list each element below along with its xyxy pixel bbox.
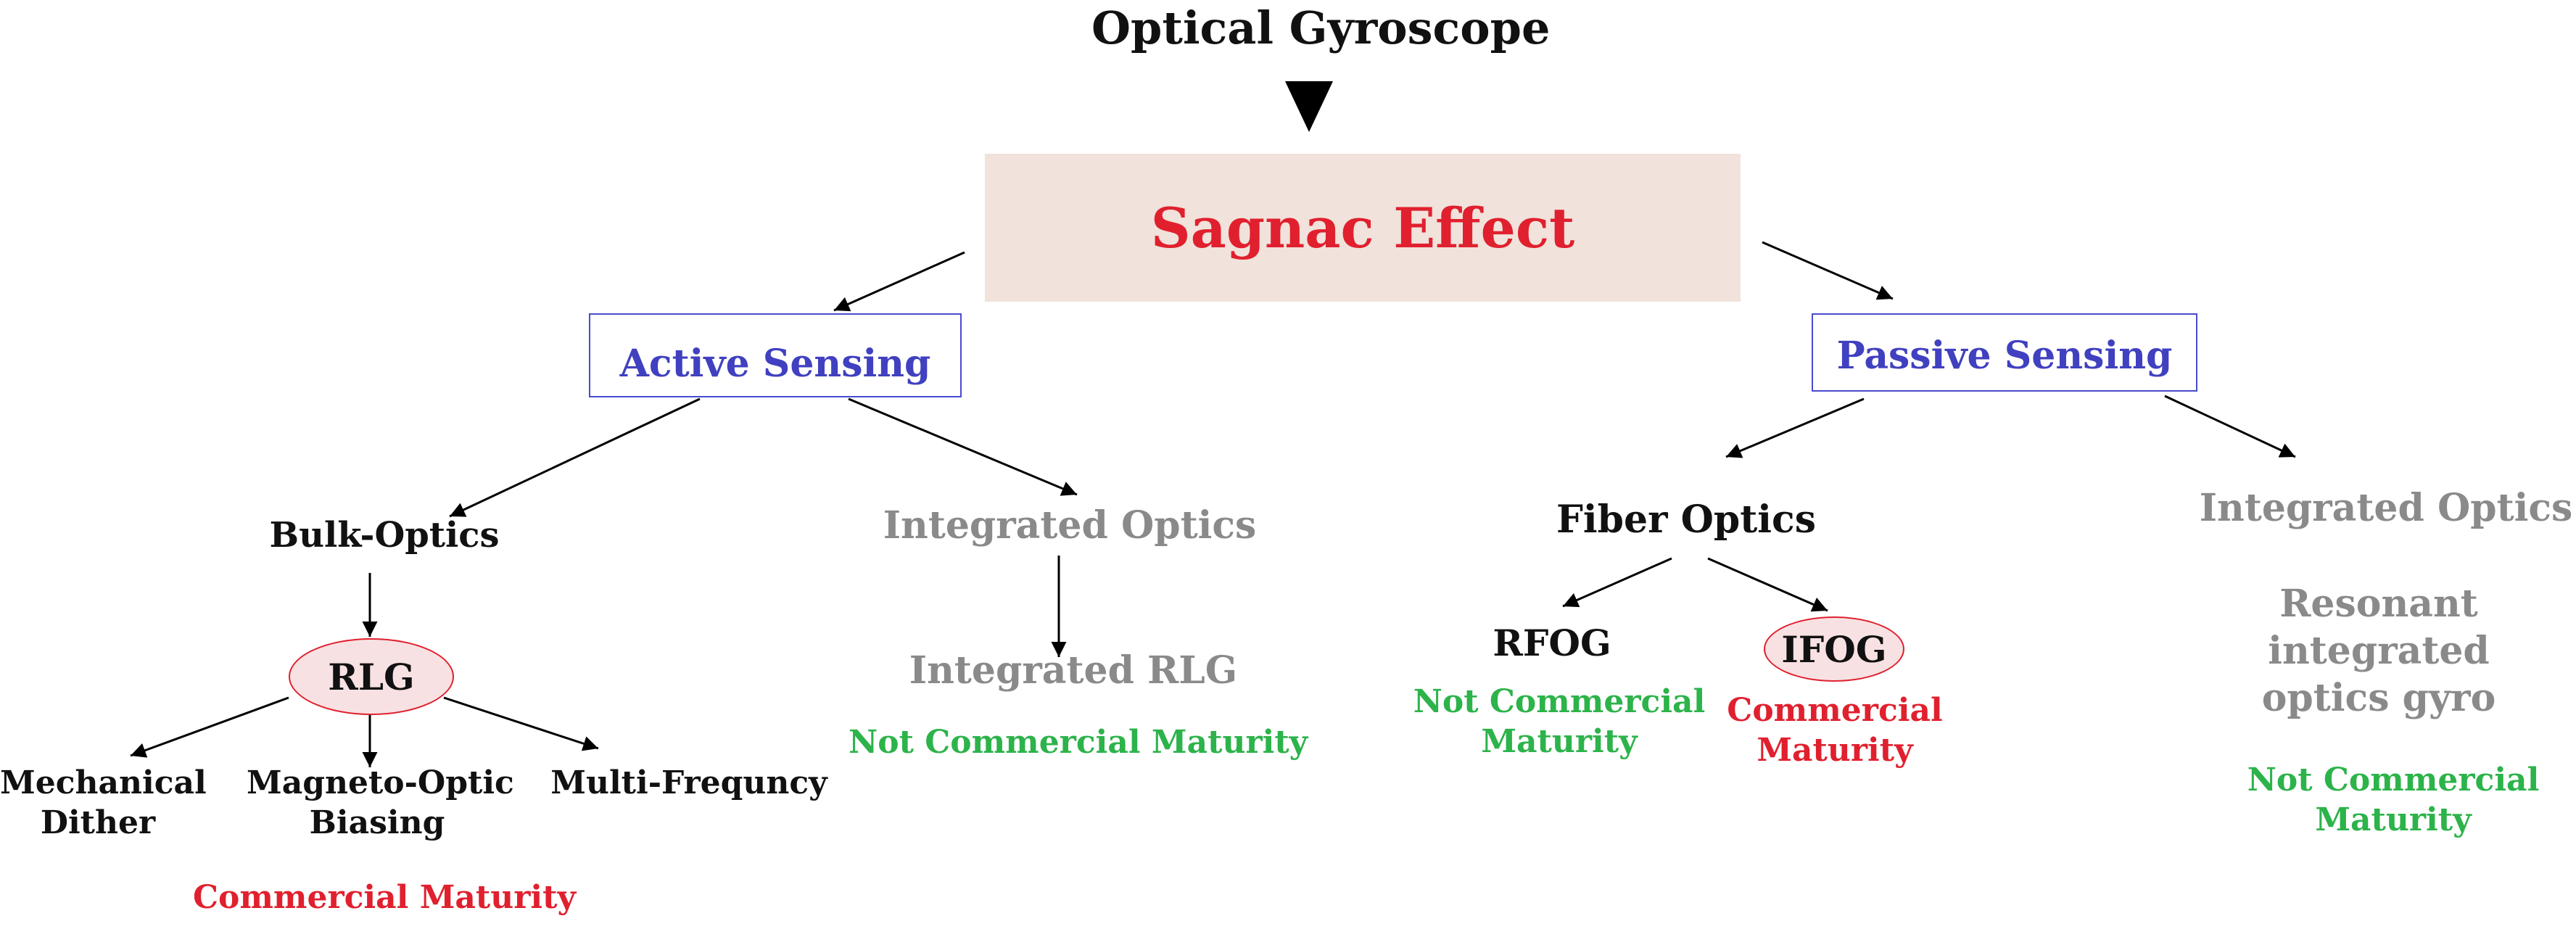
ifog-ellipse: IFOG bbox=[1764, 616, 1904, 682]
sagnac-effect-label: Sagnac Effect bbox=[1150, 195, 1575, 260]
arrow-passive-to-integrated bbox=[2164, 395, 2296, 458]
rfog-maturity-line-1: Not Commercial bbox=[1413, 683, 1706, 720]
arrow-active-to-integrated bbox=[848, 397, 1078, 496]
passive-sensing-label: Passive Sensing bbox=[1836, 333, 2173, 378]
bulk-optics-label: Bulk-Optics bbox=[269, 515, 500, 556]
mechanical-dither-line-2: Dither bbox=[40, 804, 156, 841]
ifog-maturity-line-1: Commercial bbox=[1727, 692, 1943, 729]
magneto-optic-line-2: Biasing bbox=[309, 804, 445, 841]
passive-sensing-box: Passive Sensing bbox=[1812, 313, 2197, 392]
resonant-line-3: optics gyro bbox=[2261, 676, 2496, 720]
mechanical-dither-label: Mechanical Dither bbox=[0, 763, 207, 843]
active-sensing-label: Active Sensing bbox=[619, 341, 931, 386]
resonant-line-2: integrated bbox=[2268, 629, 2490, 673]
arrow-sagnac-to-active bbox=[833, 251, 965, 312]
arrow-fiber-to-rfog bbox=[1562, 557, 1672, 608]
ifog-maturity-line-2: Maturity bbox=[1756, 732, 1913, 769]
resonant-integrated-optics-gyro-label: Resonant integrated optics gyro bbox=[2234, 580, 2524, 722]
diagram-title: Optical Gyroscope bbox=[1091, 1, 1551, 54]
resonant-maturity-line-1: Not Commercial bbox=[2247, 761, 2540, 798]
passive-integrated-optics-label: Integrated Optics bbox=[2199, 486, 2573, 530]
arrow-sagnac-to-passive bbox=[1762, 241, 1894, 300]
magneto-optic-line-1: Magneto-Optic bbox=[247, 764, 514, 801]
integrated-rlg-label: Integrated RLG bbox=[909, 648, 1238, 693]
arrow-fiber-to-ifog bbox=[1707, 557, 1828, 612]
resonant-maturity: Not Commercial Maturity bbox=[2234, 760, 2553, 840]
resonant-line-1: Resonant bbox=[2279, 582, 2478, 626]
fiber-optics-label: Fiber Optics bbox=[1556, 498, 1816, 542]
rfog-maturity: Not Commercial Maturity bbox=[1378, 682, 1741, 761]
rfog-label: RFOG bbox=[1493, 622, 1611, 664]
ifog-label: IFOG bbox=[1781, 627, 1887, 671]
integrated-rlg-maturity: Not Commercial Maturity bbox=[849, 724, 1308, 761]
arrow-active-to-bulk bbox=[449, 397, 701, 518]
rlg-label: RLG bbox=[328, 655, 415, 698]
sagnac-effect-box: Sagnac Effect bbox=[985, 154, 1741, 302]
rlg-ellipse: RLG bbox=[289, 638, 454, 715]
magneto-optic-biasing-label: Magneto-Optic Biasing bbox=[247, 763, 514, 843]
arrow-rlg-to-multifreq bbox=[443, 696, 599, 751]
multi-frequency-label: Multi-Frequncy bbox=[550, 764, 827, 801]
resonant-maturity-line-2: Maturity bbox=[2315, 801, 2472, 838]
arrow-passive-to-fiber bbox=[1725, 397, 1865, 458]
bulk-commercial-maturity: Commercial Maturity bbox=[192, 879, 577, 916]
active-integrated-optics-label: Integrated Optics bbox=[883, 503, 1257, 548]
rfog-maturity-line-2: Maturity bbox=[1481, 723, 1638, 760]
active-sensing-box: Active Sensing bbox=[589, 313, 962, 397]
mechanical-dither-line-1: Mechanical bbox=[0, 764, 207, 801]
ifog-maturity: Commercial Maturity bbox=[1704, 690, 1965, 770]
arrow-rlg-to-mechanical bbox=[130, 696, 289, 758]
arrow-title-to-sagnac bbox=[1285, 81, 1333, 132]
